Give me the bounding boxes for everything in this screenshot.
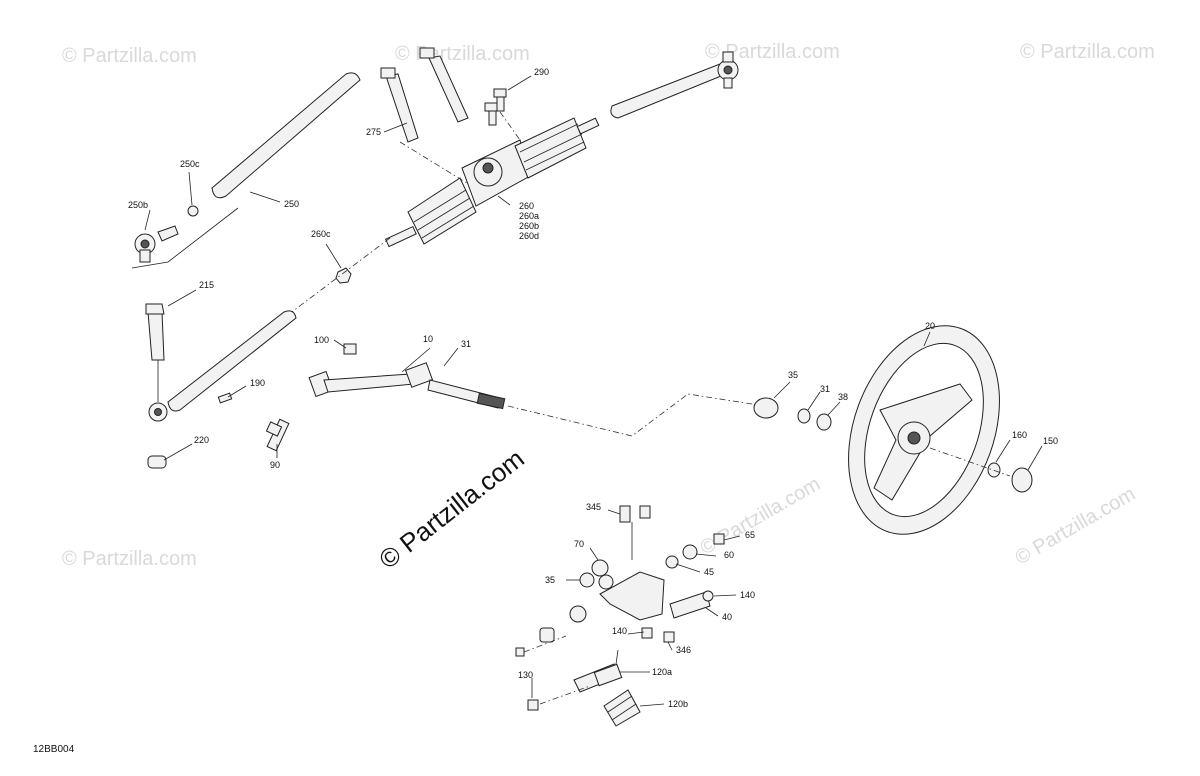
part-label: 140 <box>612 626 627 636</box>
part-label: 10 <box>423 334 433 344</box>
part-label: 250 <box>284 199 299 209</box>
steering-shaft <box>265 339 753 458</box>
nut-260c <box>174 237 391 401</box>
tie-rod-lower-left <box>145 289 297 469</box>
part-label: 160 <box>1012 430 1027 440</box>
part-label: 346 <box>676 645 691 655</box>
watermark: © Partzilla.com <box>62 45 197 67</box>
watermark: © Partzilla.com <box>705 41 840 63</box>
part-label: 100 <box>314 335 329 345</box>
part-label: 260b <box>519 221 539 231</box>
part-label: 20 <box>925 321 935 331</box>
part-label: 38 <box>838 392 848 402</box>
part-label: 220 <box>194 435 209 445</box>
part-label: 250b <box>128 200 148 210</box>
part-label: 31 <box>820 384 830 394</box>
steering-wheel <box>848 325 1043 535</box>
steering-rack <box>384 117 600 248</box>
watermark: © Partzilla.com <box>395 43 530 65</box>
part-label: 140 <box>740 590 755 600</box>
tie-rod-upper-right <box>610 51 739 119</box>
part-label: 260a <box>519 211 539 221</box>
watermark: © Partzilla.com <box>697 473 825 559</box>
part-label: 215 <box>199 280 214 290</box>
part-label: 31 <box>461 339 471 349</box>
diagram-code: 12BB004 <box>33 744 75 755</box>
bolts-290 <box>484 75 532 141</box>
part-label: 130 <box>518 670 533 680</box>
watermark-main: © Partzilla.com <box>373 443 530 575</box>
part-label: 120a <box>652 667 672 677</box>
part-label: 190 <box>250 378 265 388</box>
watermark: © Partzilla.com <box>62 548 197 570</box>
part-label: 45 <box>704 567 714 577</box>
part-label: 150 <box>1043 436 1058 446</box>
part-label: 70 <box>574 539 584 549</box>
steering-column-bracket <box>515 505 741 727</box>
part-label: 60 <box>724 550 734 560</box>
part-label: 40 <box>722 612 732 622</box>
part-labels: 290 275 250c 250b 250 260 260a 260b 260d… <box>128 67 1058 709</box>
part-label: 90 <box>270 460 280 470</box>
bolts-275 <box>380 47 471 186</box>
part-label: 290 <box>534 67 549 77</box>
washers-35-31-38 <box>753 381 841 431</box>
part-label: 260c <box>311 229 331 239</box>
part-label: 250c <box>180 159 200 169</box>
watermark-group: © Partzilla.com © Partzilla.com © Partzi… <box>62 41 1155 575</box>
tie-rod-upper-left <box>131 72 361 269</box>
part-label: 120b <box>668 699 688 709</box>
part-label: 275 <box>366 127 381 137</box>
part-label: 35 <box>545 575 555 585</box>
watermark: © Partzilla.com <box>1020 41 1155 63</box>
part-label: 65 <box>745 530 755 540</box>
watermark: © Partzilla.com <box>1012 483 1140 569</box>
part-label: 345 <box>586 502 601 512</box>
part-label: 260d <box>519 231 539 241</box>
part-label: 260 <box>519 201 534 211</box>
part-label: 35 <box>788 370 798 380</box>
